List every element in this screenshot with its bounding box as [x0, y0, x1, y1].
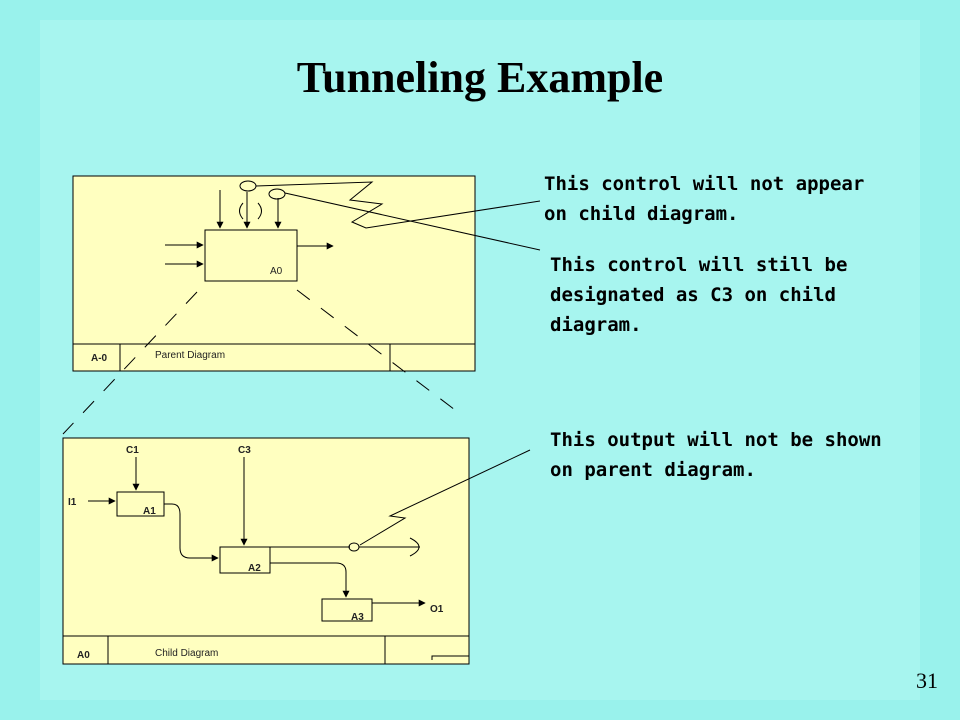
slide-title: Tunneling Example	[296, 53, 664, 102]
annotation-3-line-2: on parent diagram.	[550, 459, 756, 481]
child-label-i1: I1	[68, 497, 77, 508]
tunnel-paren-output	[409, 537, 420, 557]
child-arrow-a2-a3	[270, 562, 350, 598]
child-diagram: A0 Child Diagram A1 A2 A3 C1 C3 I1 O1	[62, 437, 470, 665]
child-box-a3	[321, 598, 373, 622]
callout-line-control-designated	[284, 192, 541, 251]
zoom-line-left	[62, 291, 198, 435]
annotation-control-not-appear: This control will not appear on child di…	[544, 169, 864, 229]
annotation-1-line-1: This control will not appear	[544, 173, 865, 195]
annotation-2-line-3: diagram.	[550, 314, 642, 336]
parent-diagram-title: Parent Diagram	[155, 350, 225, 361]
annotation-3-line-1: This output will not be shown	[550, 429, 882, 451]
annotation-2-line-2: designated as C3 on child	[550, 284, 836, 306]
child-label-a1: A1	[143, 506, 156, 517]
child-box-a2	[219, 546, 271, 574]
child-footer-corner	[431, 655, 469, 660]
tunnel-paren-left	[239, 202, 244, 220]
child-label-c1: C1	[126, 445, 139, 456]
child-label-a2: A2	[248, 563, 261, 574]
annotation-1-line-2: on child diagram.	[544, 203, 739, 225]
child-label-a3: A3	[351, 612, 364, 623]
child-label-c3: C3	[238, 445, 251, 456]
parent-node-label: A-0	[91, 353, 108, 364]
child-node-label: A0	[77, 650, 90, 661]
parent-box-label: A0	[270, 266, 283, 277]
tunnel-paren-right	[257, 202, 262, 220]
annotation-control-designated: This control will still be designated as…	[550, 250, 847, 340]
child-diagram-title: Child Diagram	[155, 648, 218, 659]
callout-lines-parent	[255, 181, 541, 251]
parent-activity-box-a0	[204, 229, 298, 282]
slide-number: 31	[916, 668, 938, 693]
annotation-2-line-1: This control will still be	[550, 254, 848, 276]
child-label-o1: O1	[430, 604, 444, 615]
child-box-a1	[116, 491, 165, 517]
child-arrow-a1-a2	[164, 503, 219, 562]
tunnel-circle-1	[239, 180, 257, 192]
callout-line-control-not-appear	[255, 181, 541, 229]
annotation-output-not-shown: This output will not be shown on parent …	[550, 425, 882, 485]
zoom-dashed-lines	[62, 289, 464, 435]
zoom-line-right	[296, 289, 464, 417]
callout-line-output-not-shown	[359, 449, 531, 546]
parent-diagram: A-0 Parent Diagram A0	[72, 175, 476, 372]
tunnel-circle-2	[268, 188, 286, 200]
